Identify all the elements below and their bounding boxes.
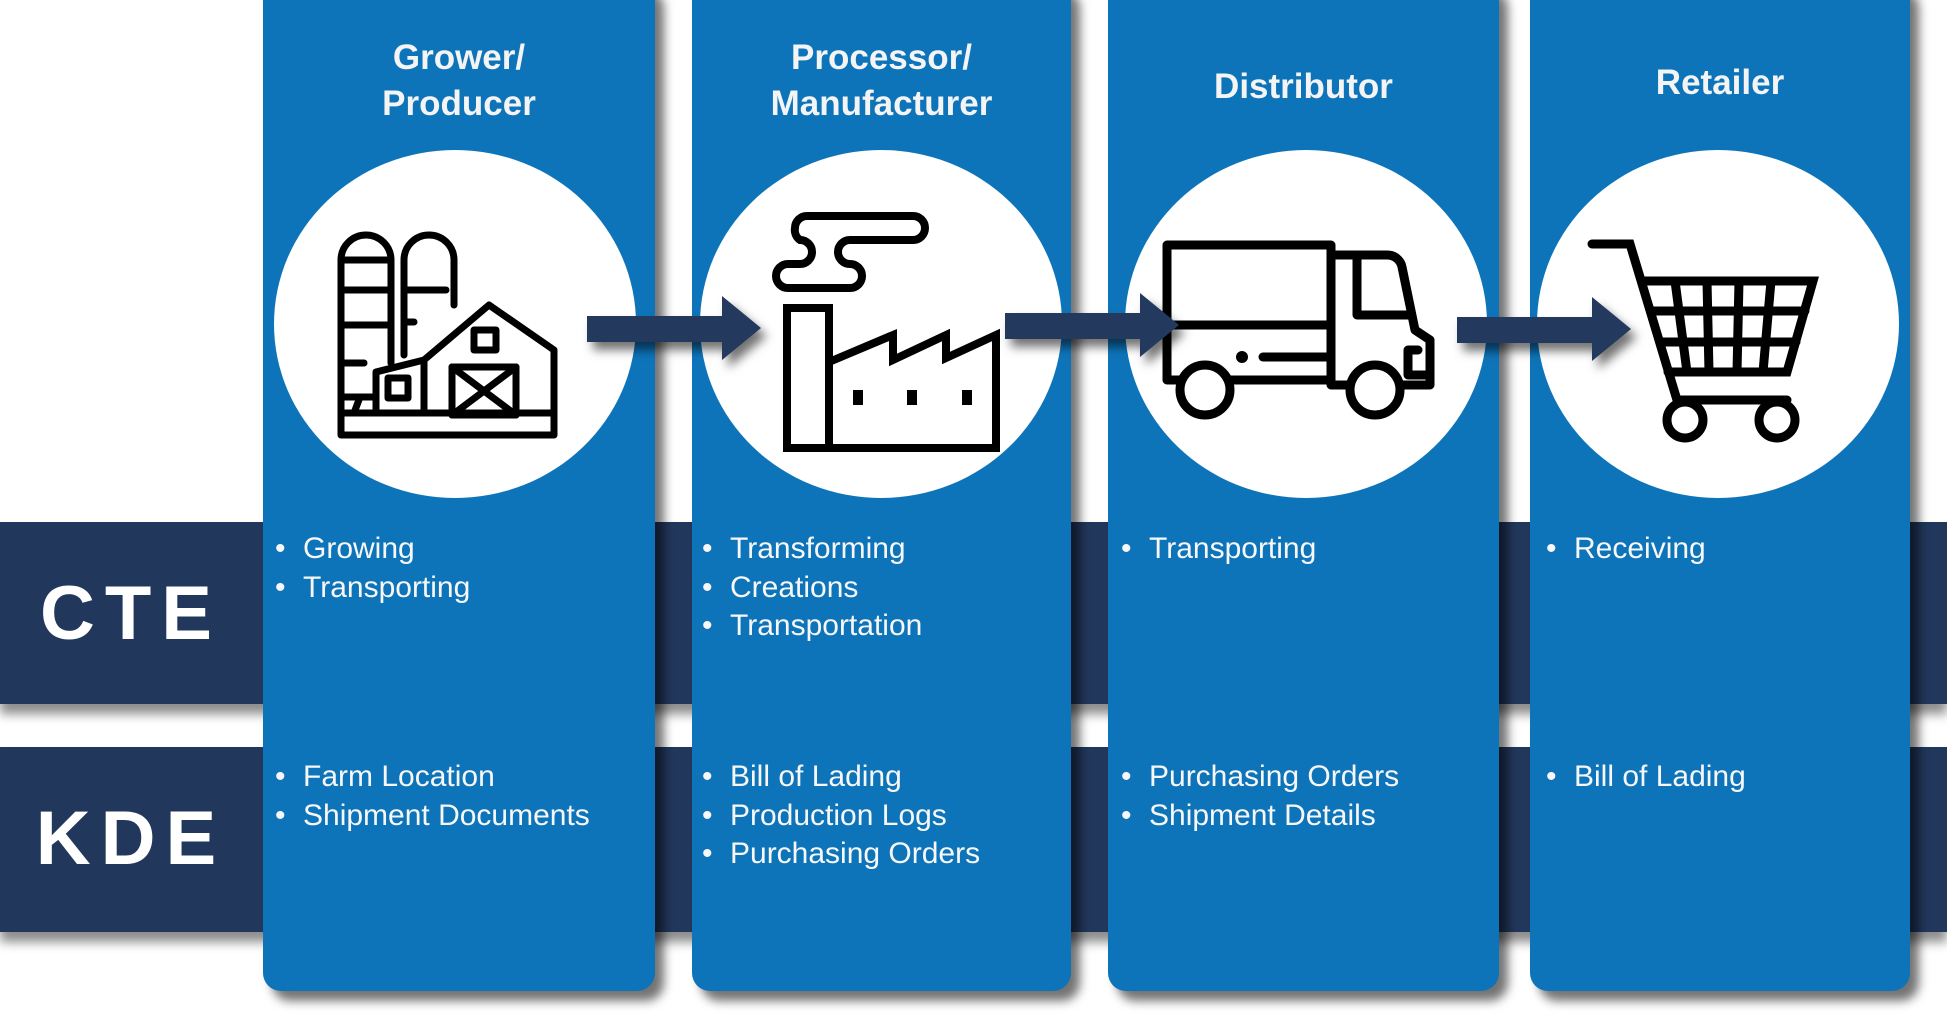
stage-icon-circle	[700, 150, 1062, 498]
shopping-cart-icon	[1587, 239, 1819, 443]
stage-column-distributor: Distributor Transporting Purchasing Orde…	[1108, 0, 1499, 991]
flow-arrow-3	[1457, 295, 1637, 365]
flow-arrow-2	[1005, 291, 1185, 361]
stage-title: Retailer	[1530, 60, 1910, 106]
delivery-truck-icon	[1162, 240, 1435, 420]
cte-item: Transporting	[275, 569, 470, 608]
stage-title: Distributor	[1108, 64, 1499, 110]
stage-icon-circle	[274, 150, 636, 498]
kde-item: Purchasing Orders	[1121, 758, 1399, 797]
stage-title-line1: Grower/	[392, 38, 526, 77]
right-arrow-icon	[587, 296, 761, 360]
kde-list: Purchasing Orders Shipment Details	[1121, 758, 1399, 835]
stage-icon-circle	[1125, 150, 1487, 498]
kde-item: Production Logs	[702, 797, 980, 836]
kde-item: Shipment Details	[1121, 797, 1399, 836]
cte-list: Transporting	[1121, 530, 1316, 569]
flow-arrow-1	[587, 294, 767, 364]
kde-item: Bill of Lading	[1546, 758, 1746, 797]
stage-title: Processor/ Manufacturer	[692, 35, 1071, 127]
stage-title-line1: Processor/	[791, 38, 972, 77]
cte-item: Receiving	[1546, 530, 1706, 569]
cte-item: Creations	[702, 569, 922, 608]
right-arrow-icon	[1005, 293, 1179, 357]
stage-column-processor: Processor/ Manufacturer Transforming Cre…	[692, 0, 1071, 991]
cte-list: Transforming Creations Transportation	[702, 530, 922, 646]
cte-item: Transporting	[1121, 530, 1316, 569]
stage-title: Grower/ Producer	[263, 35, 655, 127]
kde-item: Purchasing Orders	[702, 835, 980, 874]
farm-barn-silo-icon	[337, 231, 558, 439]
cte-list: Growing Transporting	[275, 530, 470, 607]
stage-title-line2: Producer	[382, 84, 536, 123]
stage-title-line1: Retailer	[1655, 63, 1785, 102]
kde-list: Bill of Lading	[1546, 758, 1746, 797]
cte-item: Transforming	[702, 530, 922, 569]
kde-list: Farm Location Shipment Documents	[275, 758, 590, 835]
cte-label: CTE	[40, 571, 222, 656]
kde-list: Bill of Lading Production Logs Purchasin…	[702, 758, 980, 874]
stage-title-line1: Distributor	[1214, 67, 1393, 106]
cte-list: Receiving	[1546, 530, 1706, 569]
kde-item: Shipment Documents	[275, 797, 590, 836]
cte-item: Transportation	[702, 607, 922, 646]
right-arrow-icon	[1457, 297, 1631, 361]
kde-item: Bill of Lading	[702, 758, 980, 797]
stage-column-retailer: Retailer Receiving Bill of Lading	[1530, 0, 1910, 991]
kde-label: KDE	[35, 796, 227, 881]
stage-title-line2: Manufacturer	[770, 84, 993, 123]
factory-icon	[772, 212, 1000, 452]
stage-column-grower: Grower/ Producer Growing Transporting	[263, 0, 655, 991]
cte-item: Growing	[275, 530, 470, 569]
kde-item: Farm Location	[275, 758, 590, 797]
